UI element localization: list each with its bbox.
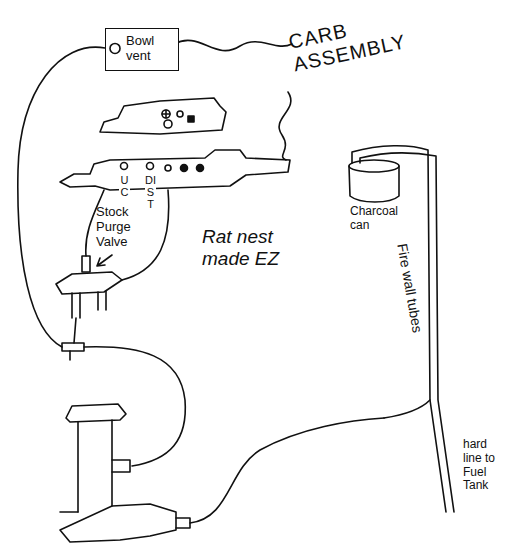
brace-line [174,40,292,50]
vent-port [110,43,120,53]
part-label: hard line to Fuel Tank [463,438,505,493]
port [162,110,170,118]
tee-fitting [70,318,76,360]
port [162,110,170,118]
brace-line [279,92,291,160]
charcoal-can [349,160,399,172]
port [165,165,171,171]
purge-valve-nipple [82,256,90,272]
valve-cap [66,404,126,422]
port [177,111,183,117]
node-text: Bowl vent [126,34,172,64]
carb-base-plate [60,150,290,190]
port [197,165,204,172]
port-label: UC [119,174,130,198]
pointer-arrow [97,255,112,266]
port [181,165,188,172]
port [164,120,172,128]
firewall-tube [352,146,446,512]
valve-base [60,504,176,542]
vacuum-port [121,163,128,170]
assembly-title: CARB ASSEMBLY [287,6,419,77]
canister-hose [84,347,185,466]
charcoal-can [349,166,399,202]
purge-valve-tube [72,291,106,318]
valve-body [78,420,112,512]
valve-nipple [112,460,130,472]
port-label: DIST [145,174,156,210]
vent-hose [18,47,105,347]
distributor-port [147,163,154,170]
port [188,116,194,122]
carb-plate [100,98,226,134]
canister-hose [190,418,384,523]
firewall-tube [384,400,430,418]
part-label: Charcoal can [350,205,408,233]
valve-nipple [176,518,190,528]
tee-fitting [62,343,84,351]
purge-valve-body [56,272,122,294]
note-text: Rat nest made EZ [202,226,306,270]
part-label: Stock Purge Valve [96,205,146,250]
part-label: Fire wall tubes [390,218,430,359]
vent-box: Bowl vent [105,28,179,71]
